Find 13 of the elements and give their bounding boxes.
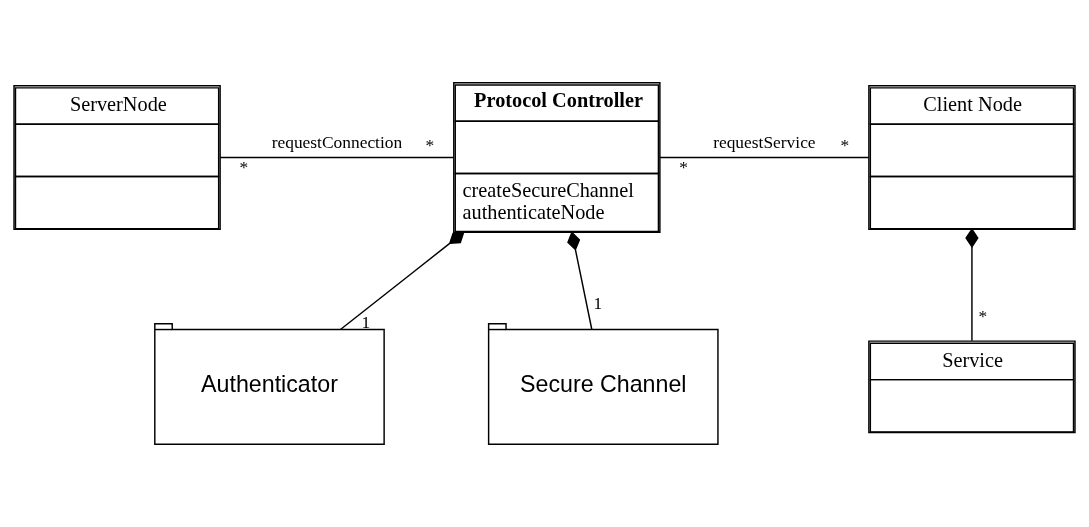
label: * <box>679 157 689 178</box>
edge-label: requestConnection <box>271 132 403 153</box>
label: * <box>840 135 850 155</box>
connector <box>219 156 455 159</box>
connector <box>339 231 465 331</box>
label: * <box>239 157 249 178</box>
connector <box>659 156 870 159</box>
connector <box>965 228 979 342</box>
label: * <box>425 135 435 155</box>
label: * <box>978 305 988 326</box>
connector <box>567 231 593 331</box>
label: 1 <box>593 292 603 313</box>
edge-label: requestService <box>713 132 816 153</box>
